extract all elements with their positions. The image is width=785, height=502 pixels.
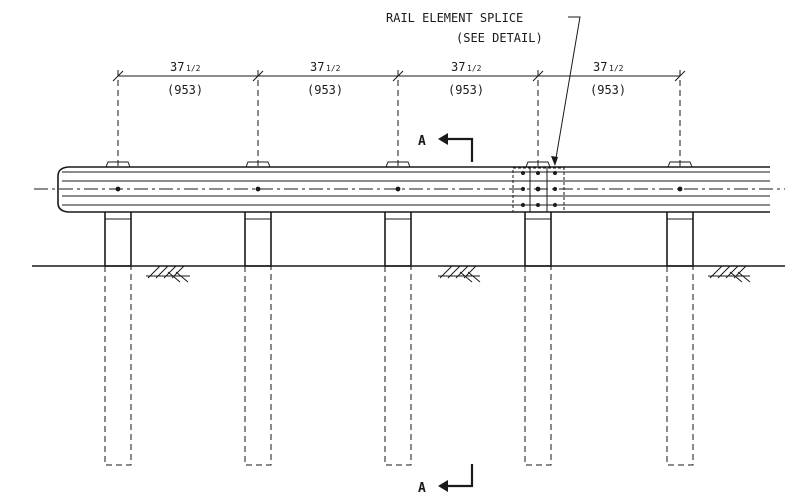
span-imperial-whole: 37 [451,60,465,74]
span-imperial-whole: 37 [310,60,324,74]
dimension-group: 37 1/2 (953) 37 1/2 (953) 37 1/2 (953) 3… [112,60,686,168]
soil-hatch [459,271,481,283]
embedded-post [104,266,132,466]
splice-outline [512,167,565,213]
section-letter: A [418,134,426,149]
bolt-head-group [105,161,693,168]
splice-callout: RAIL ELEMENT SPLICE (SEE DETAIL) [386,11,581,166]
splice-bolt [553,187,557,191]
soil-hatch [708,265,750,279]
post-bolt [255,186,261,192]
blockouts [104,212,694,267]
splice-plate [512,167,565,213]
splice-bolt [521,171,525,175]
post-bolt [677,186,683,192]
post-bolt [115,186,121,192]
span-imperial-whole: 37 [593,60,607,74]
rail-end-cap [57,166,69,213]
section-marker-bottom: A [418,464,474,496]
section-arrow-line [444,464,474,488]
section-marker-top: A [418,133,474,162]
embedded-post [666,266,694,466]
bolt-head [385,161,411,168]
embedded-post [384,266,412,466]
embedded-posts [104,266,694,466]
bolt-head [667,161,693,168]
splice-bolts [521,171,557,207]
blockout [244,212,272,267]
span-imperial-fraction: 1/2 [467,64,482,73]
section-letter: A [418,481,426,496]
span-metric: (953) [590,83,626,97]
span-imperial-fraction: 1/2 [326,64,341,73]
span-metric: (953) [307,83,343,97]
callout-leader-line [554,16,581,165]
span-label-2: 37 1/2 (953) [307,60,343,97]
bolt-head [525,161,551,168]
span-imperial-fraction: 1/2 [609,64,624,73]
post-bolt [395,186,401,192]
embedded-post [244,266,272,466]
dimension-tick [674,70,686,82]
callout-arrowhead [551,156,558,166]
section-arrowhead [438,480,448,492]
post-bolts [115,186,683,192]
soil-hatch [729,271,751,283]
span-label-3: 37 1/2 (953) [448,60,484,97]
splice-bolt [521,203,525,207]
bolt-head [245,161,271,168]
blockout [104,212,132,267]
embedded-post [524,266,552,466]
soil-hatch [438,265,480,279]
callout-line-2: (SEE DETAIL) [456,31,543,45]
span-metric: (953) [448,83,484,97]
span-imperial-whole: 37 [170,60,184,74]
splice-bolt [521,187,525,191]
span-label-4: 37 1/2 (953) [590,60,626,97]
soil-hatching [146,265,751,283]
splice-bolt [553,203,557,207]
dimension-tick [112,70,124,82]
span-imperial-fraction: 1/2 [186,64,201,73]
bolt-head [105,161,131,168]
splice-bolt [553,171,557,175]
section-arrow-line [444,137,474,162]
blockout [524,212,552,267]
section-arrowhead [438,133,448,145]
w-beam-rail [34,166,785,213]
dimension-tick [392,70,404,82]
splice-bolt [536,171,540,175]
splice-bolt [536,203,540,207]
dimension-tick [252,70,264,82]
soil-hatch [167,271,189,283]
blockout [666,212,694,267]
soil-hatch [146,265,190,279]
callout-line-1: RAIL ELEMENT SPLICE [386,11,523,25]
span-metric: (953) [167,83,203,97]
blockout [384,212,412,267]
splice-bolt [535,186,541,192]
span-label-1: 37 1/2 (953) [167,60,203,97]
dimension-tick [532,70,544,82]
